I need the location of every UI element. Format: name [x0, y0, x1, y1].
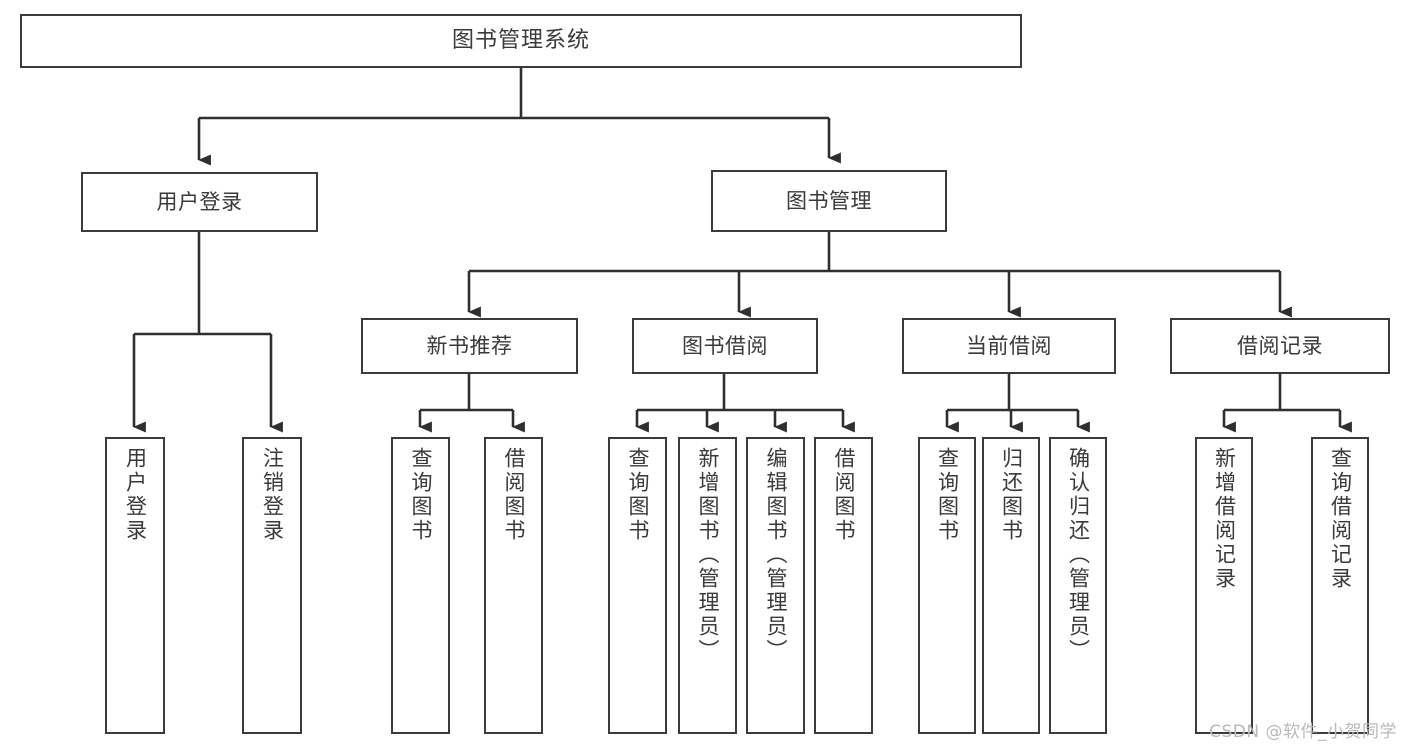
node-new-book-recommend[interactable]: 新书推荐	[361, 318, 578, 374]
node-label: 编辑图书（管理员）	[764, 447, 788, 663]
node-leaf-edit-book[interactable]: 编辑图书（管理员）	[746, 437, 805, 734]
node-label: 确认归还（管理员）	[1066, 447, 1091, 663]
node-label: 借阅记录	[1237, 333, 1323, 358]
node-leaf-return-book[interactable]: 归还图书	[982, 437, 1040, 734]
node-label: 当前借阅	[966, 333, 1052, 358]
node-user-login[interactable]: 用户登录	[81, 172, 318, 232]
node-label: 图书管理	[786, 188, 872, 213]
node-label: 新增借阅记录	[1212, 447, 1237, 591]
node-label: 查询图书	[935, 447, 960, 543]
node-leaf-query-record[interactable]: 查询借阅记录	[1311, 437, 1369, 734]
node-label: 归还图书	[999, 447, 1024, 543]
node-leaf-query-book-1[interactable]: 查询图书	[391, 437, 450, 734]
node-label: 借阅图书	[502, 447, 526, 543]
node-label: 查询图书	[626, 447, 650, 543]
node-leaf-borrow-book-1[interactable]: 借阅图书	[484, 437, 543, 734]
node-label: 查询借阅记录	[1328, 447, 1353, 591]
node-book-borrow[interactable]: 图书借阅	[632, 318, 818, 374]
node-label: 新增图书（管理员）	[696, 447, 720, 663]
node-book-management[interactable]: 图书管理	[711, 170, 947, 232]
node-leaf-query-book-3[interactable]: 查询图书	[918, 437, 976, 734]
node-label: 图书借阅	[682, 333, 768, 358]
node-leaf-logout-login[interactable]: 注销登录	[242, 437, 302, 734]
node-leaf-add-record[interactable]: 新增借阅记录	[1195, 437, 1253, 734]
node-label: 图书管理系统	[451, 27, 590, 53]
node-borrow-record[interactable]: 借阅记录	[1170, 318, 1390, 374]
node-leaf-add-book[interactable]: 新增图书（管理员）	[678, 437, 737, 734]
node-label: 查询图书	[409, 447, 433, 543]
node-label: 注销登录	[260, 447, 285, 543]
node-label: 用户登录	[156, 189, 243, 214]
node-leaf-borrow-book-2[interactable]: 借阅图书	[814, 437, 873, 734]
node-leaf-query-book-2[interactable]: 查询图书	[608, 437, 667, 734]
node-label: 借阅图书	[832, 447, 856, 543]
node-label: 新书推荐	[426, 333, 513, 358]
node-leaf-user-login[interactable]: 用户登录	[105, 437, 165, 734]
node-label: 用户登录	[123, 447, 148, 543]
node-leaf-confirm-return[interactable]: 确认归还（管理员）	[1049, 437, 1107, 734]
node-root-system[interactable]: 图书管理系统	[20, 14, 1022, 68]
node-current-borrow[interactable]: 当前借阅	[902, 318, 1116, 374]
